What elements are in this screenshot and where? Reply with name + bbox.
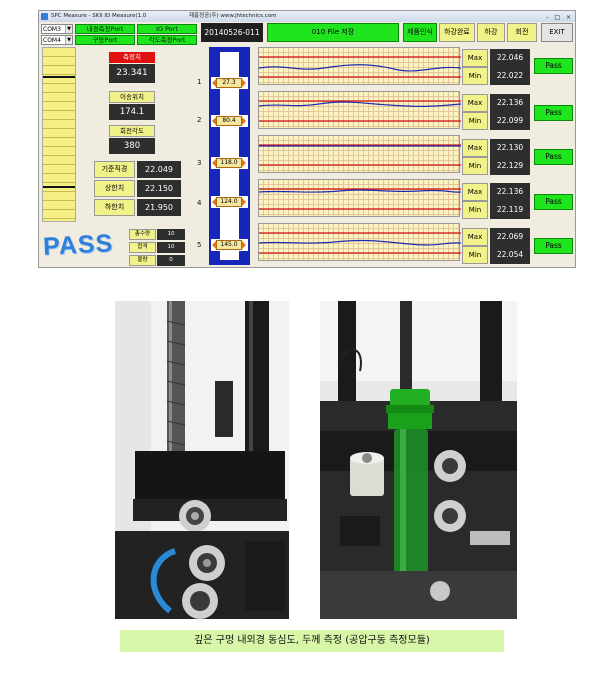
photo-bottle-fixture <box>320 301 517 619</box>
pass-status-3: Pass <box>534 149 573 165</box>
chevron-down-icon[interactable]: ▼ <box>65 36 72 44</box>
max-label-2: Max <box>462 94 488 112</box>
min-value-5: 22.054 <box>490 246 530 264</box>
trend-chart-3 <box>258 135 461 173</box>
max-label-5: Max <box>462 228 488 246</box>
arrow-left-icon <box>212 79 216 87</box>
angle-value: 380 <box>109 138 155 154</box>
trend-chart-1 <box>258 47 461 85</box>
sensor-index-5: 5 <box>197 241 202 249</box>
arrow-right-icon <box>242 117 246 125</box>
title-bar: SPC Measure - SKII ID Measure(1.0 재홍정공(주… <box>39 11 575 22</box>
upper-limit-label: 상한치 <box>94 180 135 197</box>
pass-count-label: 합격 <box>129 242 156 253</box>
measured-label: 측정치 <box>109 52 155 63</box>
min-value-2: 22.099 <box>490 112 530 130</box>
pass-count-value: 10 <box>157 242 185 253</box>
chevron-down-icon[interactable]: ▼ <box>65 25 72 33</box>
max-value-5: 22.069 <box>490 228 530 246</box>
max-label-3: Max <box>462 139 488 157</box>
min-label-1: Min <box>462 67 488 85</box>
sensor-marker-5: 145.0 <box>211 239 248 251</box>
angle-port-button[interactable]: 각도측정Port <box>137 35 197 45</box>
pass-status-1: Pass <box>534 58 573 74</box>
photo-measuring-module <box>115 301 289 619</box>
pass-result: PASS <box>42 229 114 261</box>
exit-button[interactable]: EXIT <box>541 23 573 42</box>
pass-status-5: Pass <box>534 238 573 254</box>
min-value-3: 22.129 <box>490 157 530 175</box>
sensor-index-2: 2 <box>197 116 202 124</box>
sensor-index-1: 1 <box>197 78 202 86</box>
fail-count-value: 0 <box>157 255 185 266</box>
descent-complete-button[interactable]: 하강완료 <box>439 23 475 42</box>
level-gauge <box>42 47 76 222</box>
caption: 깊은 구멍 내외경 동심도, 두께 측정 (공압구동 측정모듈) <box>120 630 504 652</box>
fail-count-label: 불량 <box>129 255 156 266</box>
lot-id-display: 20140526-011 <box>201 23 263 42</box>
com-port-select-2[interactable]: COM4▼ <box>41 35 73 45</box>
max-label-4: Max <box>462 183 488 201</box>
gauge-mark-lower <box>43 186 75 188</box>
com-port-select-1[interactable]: COM3▼ <box>41 24 73 34</box>
pass-status-4: Pass <box>534 194 573 210</box>
app-icon <box>41 13 48 20</box>
upper-limit-value: 22.150 <box>137 180 181 197</box>
vendor-label: 재홍정공(주) www.jhtechnics.com <box>189 13 277 19</box>
trend-chart-2 <box>258 91 461 129</box>
arrow-left-icon <box>212 198 216 206</box>
max-value-4: 22.136 <box>490 183 530 201</box>
sensor-marker-2: 80.4 <box>211 115 248 127</box>
sensor-index-4: 4 <box>197 199 202 207</box>
lower-limit-value: 21.950 <box>137 199 181 216</box>
spc-measure-window: SPC Measure - SKII ID Measure(1.0 재홍정공(주… <box>38 10 576 268</box>
arrow-left-icon <box>212 117 216 125</box>
rotate-button[interactable]: 회전 <box>507 23 537 42</box>
pass-status-2: Pass <box>534 105 573 121</box>
descent-button[interactable]: 하강 <box>477 23 505 42</box>
window-title: SPC Measure - SKII ID Measure(1.0 <box>51 13 147 19</box>
product-recognition-button[interactable]: 제품인식 <box>403 23 437 42</box>
max-value-2: 22.136 <box>490 94 530 112</box>
sensor-index-3: 3 <box>197 159 202 167</box>
total-count-label: 총수량 <box>129 229 156 240</box>
arrow-left-icon <box>212 241 216 249</box>
measured-value: 23.341 <box>109 64 155 83</box>
max-value-1: 22.046 <box>490 49 530 67</box>
bore-port-button[interactable]: 내경측정Port <box>75 24 135 34</box>
file-save-button[interactable]: 010 File 저장 <box>267 23 399 42</box>
ref-diameter-value: 22.049 <box>137 161 181 178</box>
min-label-2: Min <box>462 112 488 130</box>
io-port-button[interactable]: IO Port <box>137 24 197 34</box>
arrow-right-icon <box>242 159 246 167</box>
arrow-right-icon <box>242 79 246 87</box>
sensor-marker-3: 118.0 <box>211 157 248 169</box>
arrow-right-icon <box>242 198 246 206</box>
total-count-value: 10 <box>157 229 185 240</box>
travel-value: 174.1 <box>109 104 155 120</box>
window-controls[interactable]: - □ × <box>546 14 573 21</box>
min-value-4: 22.119 <box>490 201 530 219</box>
min-label-3: Min <box>462 157 488 175</box>
sensor-marker-1: 27.3 <box>211 77 248 89</box>
trend-chart-5 <box>258 223 461 261</box>
max-value-3: 22.130 <box>490 139 530 157</box>
max-label-1: Max <box>462 49 488 67</box>
sensor-marker-4: 124.0 <box>211 196 248 208</box>
arrow-left-icon <box>212 159 216 167</box>
ref-diameter-label: 기준직경 <box>94 161 135 178</box>
min-label-4: Min <box>462 201 488 219</box>
gauge-mark-upper <box>43 76 75 78</box>
lower-limit-label: 하한치 <box>94 199 135 216</box>
trend-chart-4 <box>258 179 461 217</box>
drive-port-button[interactable]: 구동Port <box>75 35 135 45</box>
angle-label: 회전각도 <box>109 125 155 137</box>
travel-label: 이송위치 <box>109 91 155 103</box>
arrow-right-icon <box>242 241 246 249</box>
min-value-1: 22.022 <box>490 67 530 85</box>
min-label-5: Min <box>462 246 488 264</box>
